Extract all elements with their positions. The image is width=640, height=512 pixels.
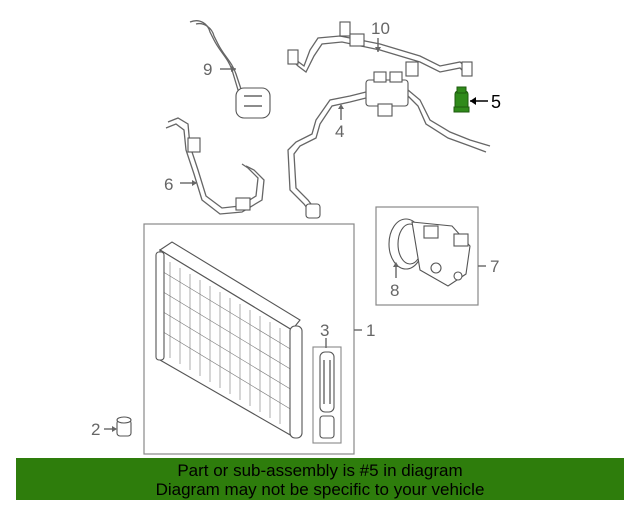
- callout-10: 10: [371, 19, 390, 38]
- part-2-cap: [116, 416, 132, 437]
- callout-6: 6: [164, 175, 173, 194]
- callout-4: 4: [335, 122, 344, 141]
- leader-lines: [104, 38, 488, 432]
- part-1-condenser: [155, 241, 303, 439]
- callout-1: 1: [366, 321, 375, 340]
- part-7-compressor: [388, 218, 471, 287]
- banner-line-2: Diagram may not be specific to your vehi…: [155, 480, 485, 499]
- callout-5: 5: [491, 92, 501, 112]
- part-10-hose: [287, 21, 473, 77]
- banner-line-1: Part or sub-assembly is #5 in diagram: [177, 461, 463, 480]
- part-3-dryer: [319, 351, 335, 439]
- callout-7: 7: [490, 257, 499, 276]
- condenser-group-box: [143, 223, 355, 455]
- part-6-hose: [165, 117, 265, 215]
- part-5-pressure-switch: [453, 86, 470, 113]
- callout-3: 3: [320, 321, 329, 340]
- callout-9: 9: [203, 60, 212, 79]
- compressor-group-box: [375, 206, 479, 306]
- notice-banner: Part or sub-assembly is #5 in diagram Di…: [16, 458, 624, 500]
- part-9-hose: [189, 20, 271, 119]
- part-3-box: [312, 346, 342, 444]
- callout-8: 8: [390, 281, 399, 300]
- callout-2: 2: [91, 420, 100, 439]
